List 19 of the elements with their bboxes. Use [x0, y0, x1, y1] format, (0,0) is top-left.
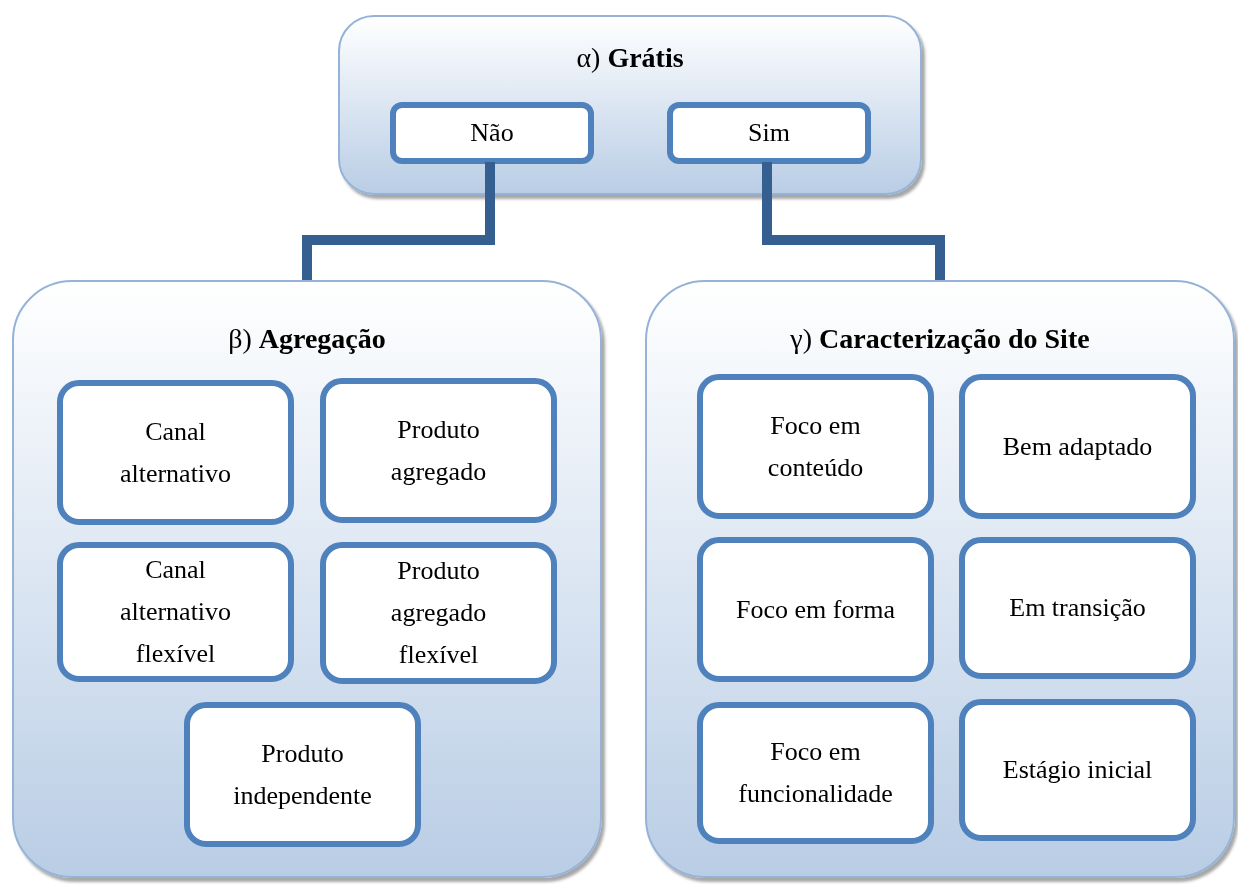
- option-label: Estágio inicial: [1002, 754, 1153, 786]
- option-label: Canal alternativo flexível: [118, 554, 233, 670]
- option-label: Produto agregado: [389, 413, 488, 488]
- option-label: Foco em conteúdo: [766, 409, 865, 484]
- group-heading: γ) Caracterização do Site: [789, 325, 1091, 353]
- option-label: Foco em funcionalidade: [737, 736, 894, 810]
- group-heading: β) Agregação: [227, 325, 387, 353]
- option-label: Foco em forma: [736, 593, 895, 626]
- group-heading: α) Grátis: [575, 44, 685, 72]
- option-label: Não: [470, 117, 514, 149]
- option-label: Sim: [748, 117, 790, 149]
- option-label: Em transição: [1009, 592, 1146, 624]
- group-panel: [645, 280, 1235, 878]
- option-label: Canal alternativo: [118, 415, 233, 490]
- option-label: Produto independente: [232, 737, 373, 812]
- option-label: Bem adaptado: [1002, 430, 1153, 463]
- option-label: Produto agregado flexível: [389, 555, 488, 671]
- group-panel: [338, 15, 922, 195]
- group-panel: [12, 280, 602, 878]
